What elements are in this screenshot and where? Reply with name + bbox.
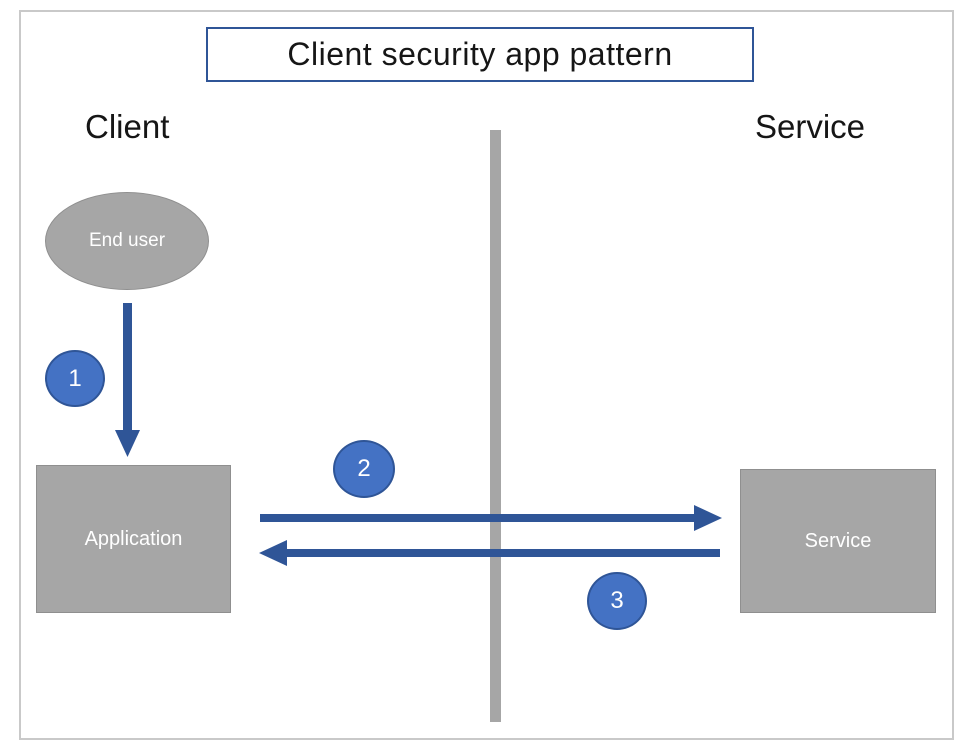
node-end-user-label: End user [88,230,166,251]
diagram-title: Client security app pattern [287,36,673,72]
diagram-title-box: Client security app pattern [206,27,754,82]
section-label-client: Client [85,108,170,145]
step-badge-1: 1 [45,350,105,407]
node-end-user: End user [45,192,209,290]
node-service: Service [740,469,936,613]
step-badge-2-number: 2 [357,455,371,482]
node-application-label: Application [84,527,183,550]
step-badge-3-number: 3 [610,587,624,614]
node-application: Application [36,465,231,613]
node-service-label: Service [804,529,872,552]
client-service-divider [490,130,501,722]
section-label-service: Service [755,108,866,145]
step-badge-1-number: 1 [68,364,82,392]
step-badge-3: 3 [587,572,647,630]
step-badge-2: 2 [333,440,395,498]
outer-frame [19,10,954,740]
